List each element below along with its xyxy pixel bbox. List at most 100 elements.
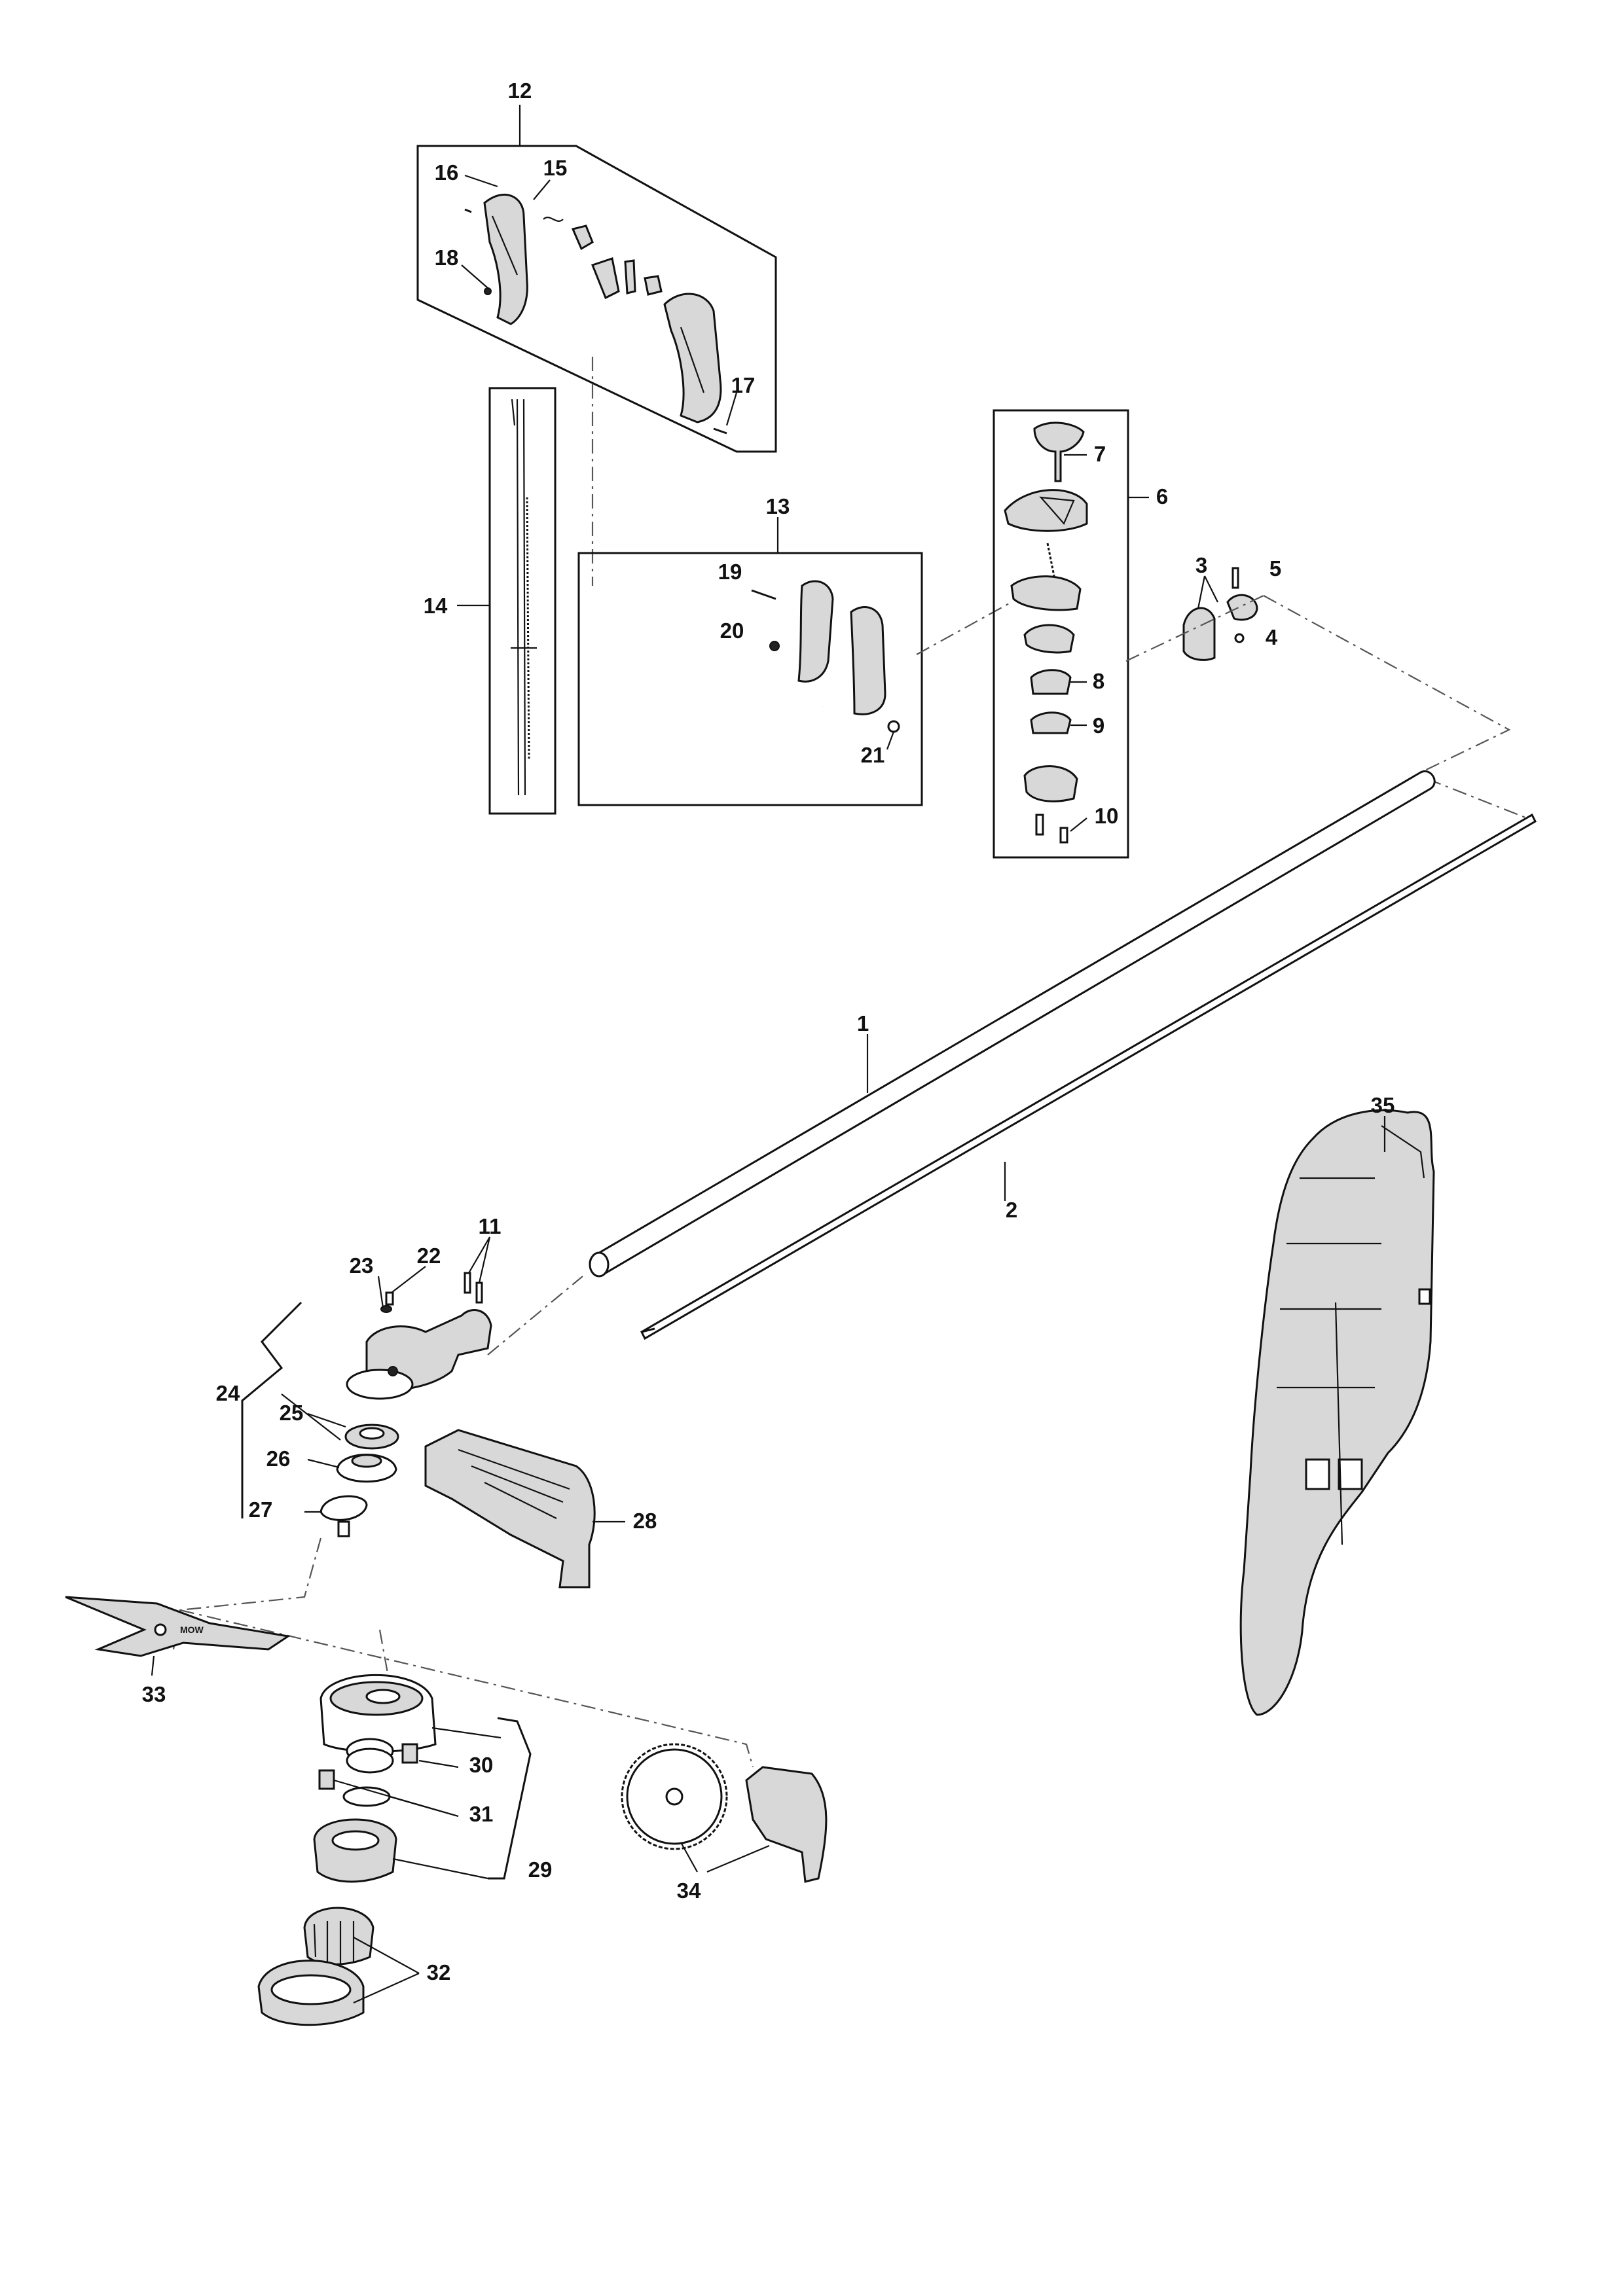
- screw-16: [464, 208, 472, 213]
- callout-12: 12: [508, 79, 532, 103]
- eyelet-30: [401, 1743, 418, 1764]
- callout-7: 7: [1094, 442, 1106, 466]
- clamp-cover: [1004, 489, 1088, 532]
- clamp-washer: [1023, 624, 1075, 654]
- driveshaft-spline: [641, 1327, 655, 1333]
- callout-8: 8: [1093, 669, 1104, 693]
- blade-33: MOW 33: [65, 1596, 291, 1706]
- group-13-frame: [577, 552, 923, 806]
- callout-10: 10: [1095, 804, 1119, 828]
- callout-28: 28: [633, 1509, 657, 1533]
- bracket-3-4-5: 3 5 4: [1182, 553, 1281, 661]
- callout-17: 17: [731, 373, 756, 397]
- group-29-trimmer-head: 30 31 29 32: [257, 1674, 553, 2026]
- group-12-main-handle: 12 16 15 18 17: [416, 79, 777, 453]
- harness-35: 35: [1239, 1093, 1435, 1716]
- handle-right-half: [663, 293, 722, 423]
- callout-15: 15: [543, 156, 568, 180]
- callout-14: 14: [424, 594, 448, 618]
- throttle-trigger: [591, 257, 620, 300]
- harness-buckle: [1418, 1288, 1431, 1305]
- gear-head-flange: [346, 1369, 414, 1400]
- callout-1: 1: [857, 1011, 869, 1035]
- spring: [1046, 543, 1055, 577]
- callout-5: 5: [1269, 556, 1281, 581]
- clamp-base: [1023, 765, 1078, 802]
- callout-9: 9: [1093, 713, 1104, 738]
- bracket-3: [1182, 607, 1216, 661]
- trigger-lock: [571, 224, 594, 251]
- spool: [313, 1818, 397, 1883]
- bracket-29: [488, 1717, 532, 1880]
- bolt-21: [887, 720, 900, 733]
- callout-32: 32: [427, 1960, 451, 1984]
- callout-4: 4: [1266, 625, 1278, 649]
- group-12-frame: [416, 145, 777, 453]
- bolt-11a: [464, 1272, 471, 1294]
- callout-19: 19: [718, 560, 742, 584]
- callout-31: 31: [469, 1802, 494, 1826]
- callout-33: 33: [142, 1682, 166, 1706]
- guard-28: 28: [424, 1429, 657, 1588]
- handle-left-half: [483, 193, 528, 325]
- blade-marking: MOW: [180, 1624, 204, 1635]
- group-13-loop-handle: 13 19 20 21: [577, 494, 923, 806]
- screw-10b: [1059, 827, 1068, 844]
- callout-24: 24: [216, 1381, 240, 1405]
- knob-7: [1033, 422, 1085, 482]
- callout-3: 3: [1195, 553, 1207, 577]
- callout-35: 35: [1371, 1093, 1395, 1117]
- callout-22: 22: [417, 1244, 441, 1268]
- callout-30: 30: [469, 1753, 494, 1777]
- bracket-3b: [1226, 594, 1258, 621]
- group-24-gearbox: 11 22 23 24 25 26 27: [216, 1214, 501, 1537]
- group-6-frame: [993, 409, 1129, 859]
- cap-27: [319, 1495, 368, 1521]
- clamp-9: [1030, 711, 1072, 734]
- callout-16: 16: [435, 160, 459, 185]
- callout-27: 27: [249, 1498, 273, 1522]
- callout-34: 34: [677, 1878, 701, 1903]
- harness-body: [1239, 1109, 1435, 1716]
- nut-27: [337, 1520, 350, 1537]
- driveshaft-2: [640, 813, 1537, 1340]
- nut-4: [1234, 633, 1245, 643]
- callout-21: 21: [861, 743, 885, 767]
- guard-body: [424, 1429, 596, 1588]
- bracket-24: [241, 1301, 302, 1518]
- callout-20: 20: [720, 619, 744, 643]
- blade-body: [65, 1596, 291, 1657]
- screw-18: [484, 287, 492, 295]
- callout-26: 26: [266, 1446, 291, 1471]
- group-14-frame: [488, 387, 556, 815]
- loop-grip-left: [797, 580, 834, 683]
- callout-23: 23: [350, 1253, 374, 1278]
- group-6-shaft-clamp: 7 6 8 9 10: [993, 409, 1168, 859]
- tube-1-end: [589, 1251, 610, 1278]
- callout-29: 29: [528, 1857, 553, 1882]
- clamp-8: [1030, 669, 1072, 695]
- pin-17: [713, 427, 727, 435]
- nut-20: [769, 641, 780, 651]
- callout-6: 6: [1156, 484, 1168, 509]
- shaft-assembly: 1 2: [589, 770, 1537, 1340]
- clamp-top: [1010, 575, 1082, 611]
- callout-25: 25: [280, 1401, 304, 1425]
- group-14-throttle-cable: 14: [424, 387, 556, 815]
- cable-spring: [526, 497, 530, 760]
- cable-clip: [644, 275, 663, 296]
- callout-18: 18: [435, 245, 459, 270]
- screw-19: [751, 589, 776, 600]
- screw-5: [1231, 567, 1239, 589]
- harness-badge-a: [1305, 1458, 1330, 1490]
- bolt-11b: [475, 1282, 483, 1304]
- callout-13: 13: [766, 494, 790, 518]
- eyelet-31a: [318, 1769, 335, 1790]
- screw-10a: [1035, 814, 1044, 836]
- callout-2: 2: [1006, 1198, 1017, 1222]
- loop-grip-right: [850, 606, 886, 715]
- saw-guard: [745, 1766, 828, 1883]
- switch-lever: [624, 259, 636, 295]
